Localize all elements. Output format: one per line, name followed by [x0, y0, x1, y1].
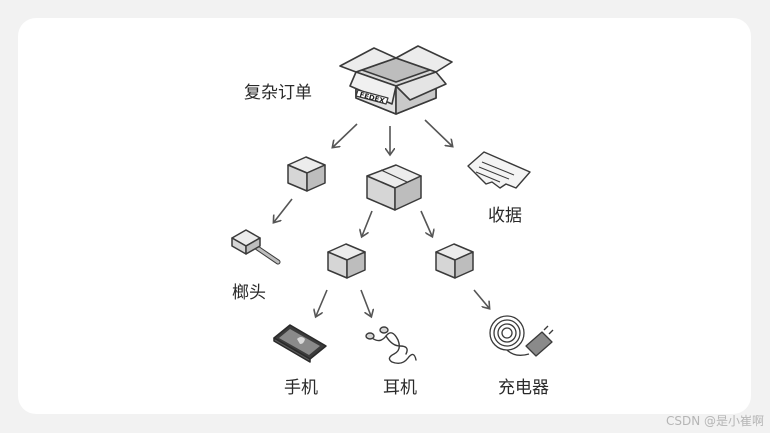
hammer-icon	[231, 229, 281, 265]
label-hammer: 榔头	[232, 283, 266, 303]
arrow-to-earphones	[360, 289, 371, 316]
arrow-to-box-phone-group	[362, 210, 373, 236]
fedex-box-icon: FEDEX	[339, 45, 453, 115]
arrow-to-hammer	[274, 198, 293, 222]
arrow-to-charger	[473, 289, 489, 308]
earphones-icon	[365, 326, 417, 365]
charger-icon	[489, 315, 554, 357]
small-box-phone-group-icon	[327, 243, 366, 279]
label-receipt: 收据	[488, 206, 522, 226]
small-box-icon	[287, 156, 326, 192]
label-phone: 手机	[284, 378, 318, 398]
label-earphones: 耳机	[383, 378, 417, 398]
arrow-to-small-box	[333, 123, 358, 147]
watermark: CSDN @是小崔啊	[665, 414, 764, 428]
small-box-charger-icon	[435, 243, 474, 279]
arrow-to-receipt	[424, 119, 452, 146]
phone-icon	[273, 324, 327, 363]
medium-box-icon	[366, 164, 422, 211]
arrow-to-box-charger	[420, 210, 432, 236]
label-complex-order: 复杂订单	[244, 83, 312, 103]
arrow-to-phone	[316, 289, 328, 316]
receipt-icon	[467, 151, 531, 189]
label-charger: 充电器	[498, 378, 549, 398]
